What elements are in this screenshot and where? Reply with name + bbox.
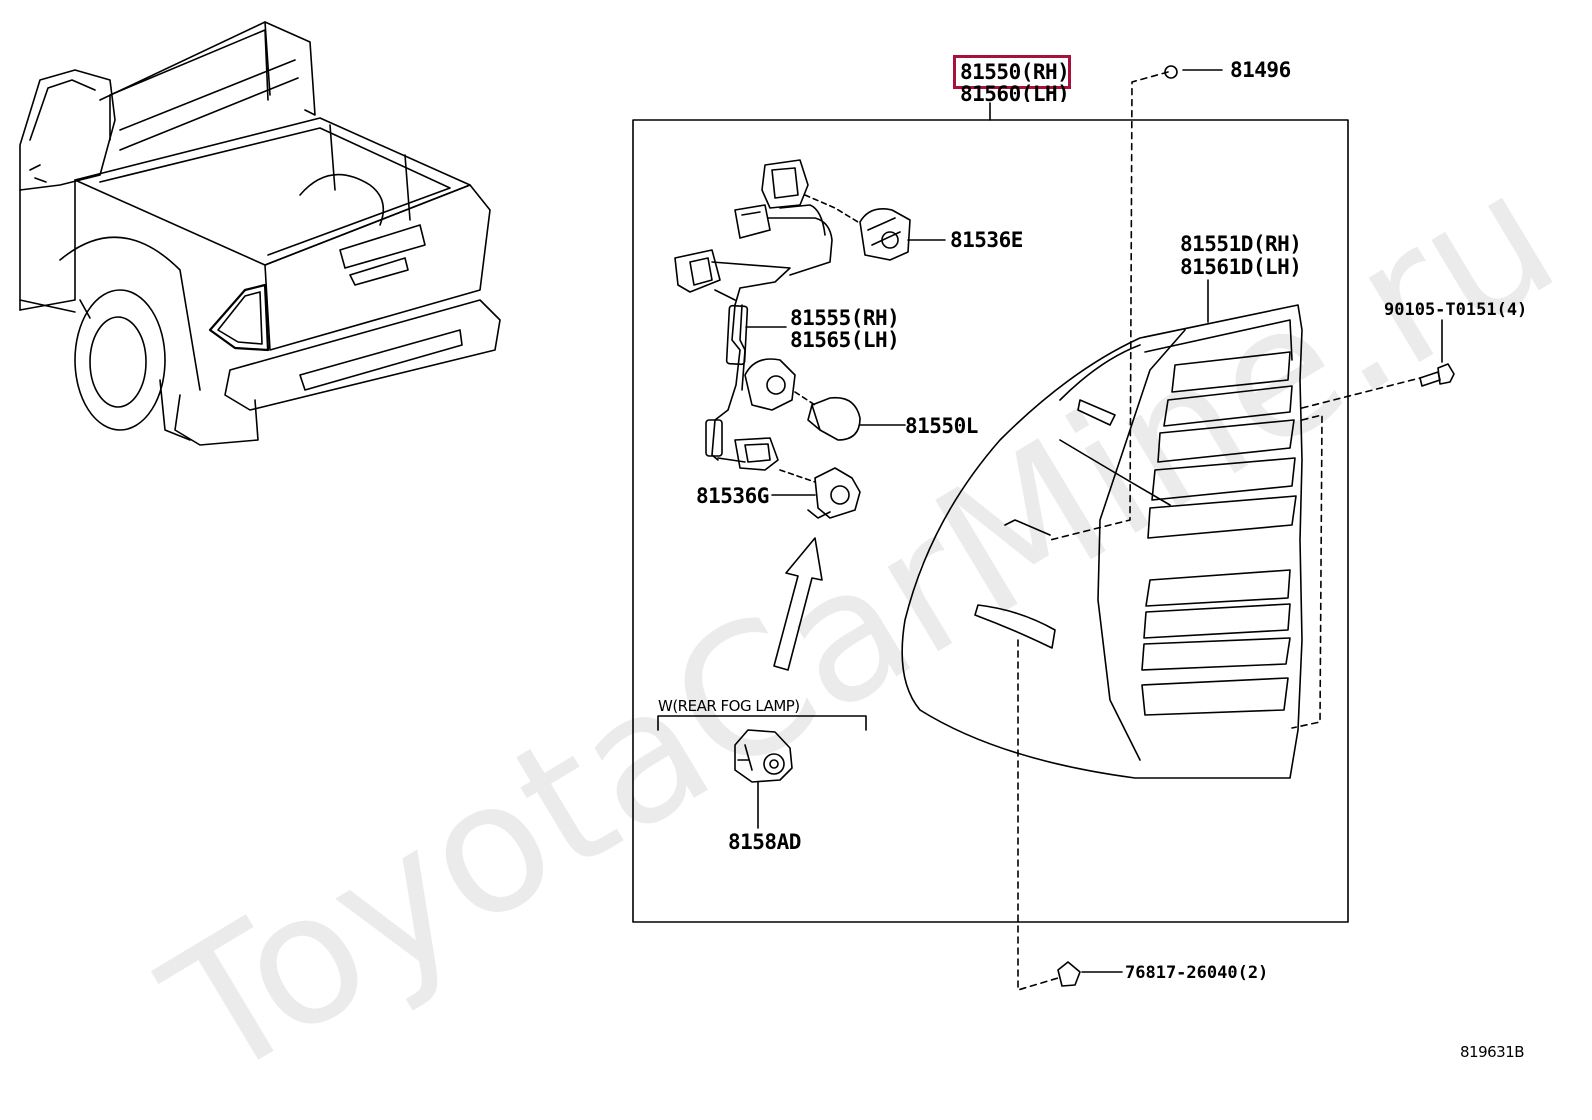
nut-drawing (1057, 961, 1123, 987)
label-76817-26040[interactable]: 76817-26040(2) (1125, 963, 1269, 983)
socket-81536e-drawing (859, 208, 946, 261)
fog-lamp-socket-drawing (734, 729, 793, 829)
fog-lamp-label: W(REAR FOG LAMP) (658, 697, 800, 715)
label-8158ad[interactable]: 8158AD (728, 830, 801, 854)
socket-81536g-drawing (771, 467, 861, 519)
label-81560-lh[interactable]: 81560(LH) (960, 82, 1070, 102)
label-81536e[interactable]: 81536E (950, 228, 1023, 252)
label-81496[interactable]: 81496 (1230, 58, 1291, 82)
screw-drawing (1419, 319, 1455, 387)
tail-lamp-lens-drawing (901, 279, 1421, 991)
label-81561d-lh[interactable]: 81561D(LH) (1180, 255, 1302, 279)
bulb-81550l-drawing (807, 396, 906, 441)
label-81565-lh[interactable]: 81565(LH) (790, 328, 900, 352)
label-90105-t0151[interactable]: 90105-T0151(4) (1384, 300, 1528, 320)
label-81536g[interactable]: 81536G (696, 484, 769, 508)
diagram-code: 819631B (1460, 1043, 1525, 1061)
truck-illustration (19, 21, 501, 446)
wire-harness-drawing (674, 159, 859, 471)
bulb-socket-drawing (744, 358, 816, 411)
highlight-box (953, 55, 1071, 89)
label-81550l[interactable]: 81550L (905, 414, 978, 438)
label-81551d-rh[interactable]: 81551D(RH) (1180, 232, 1302, 256)
label-81550-rh[interactable]: 81550(RH) (960, 60, 1070, 84)
insert-arrow (773, 537, 823, 671)
label-81555-rh[interactable]: 81555(RH) (790, 306, 900, 330)
